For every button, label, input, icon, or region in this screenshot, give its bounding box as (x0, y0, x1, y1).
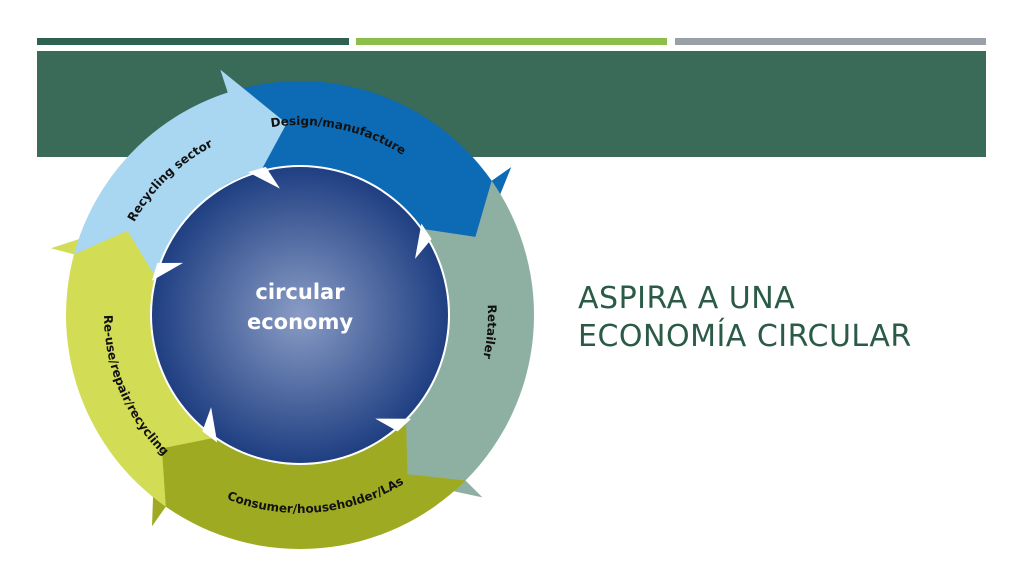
cycle-arrows (50, 69, 535, 550)
cycle-arrow-reuse (50, 221, 214, 507)
circular-economy-diagram: circular economy Design/manufacture Reta… (50, 69, 535, 550)
top-accent-bar-gray (675, 38, 986, 45)
cycle-arrow-consumer (152, 421, 466, 550)
cycle-arrow-retailer (398, 180, 535, 498)
center-notch-consumer (202, 407, 218, 443)
center-notch-reuse (151, 262, 184, 281)
center-notch-recycling (248, 166, 280, 189)
slide-title-line2: ECONOMÍA CIRCULAR (578, 319, 912, 354)
slide-title-line1: ASPIRA A UNA (578, 281, 796, 316)
center-label-line2: economy (247, 310, 353, 334)
center-notch-design (415, 223, 432, 259)
slide-title: ASPIRA A UNA ECONOMÍA CIRCULAR (578, 280, 998, 356)
center-notch-retailer (375, 418, 412, 432)
top-accent-bar-light-green (356, 38, 667, 45)
center-notches (151, 166, 432, 443)
center-circle (152, 167, 448, 463)
cycle-arrow-recycling (74, 69, 287, 277)
top-accent-bar-dark-green (37, 38, 349, 45)
center-label-line1: circular (255, 280, 345, 304)
